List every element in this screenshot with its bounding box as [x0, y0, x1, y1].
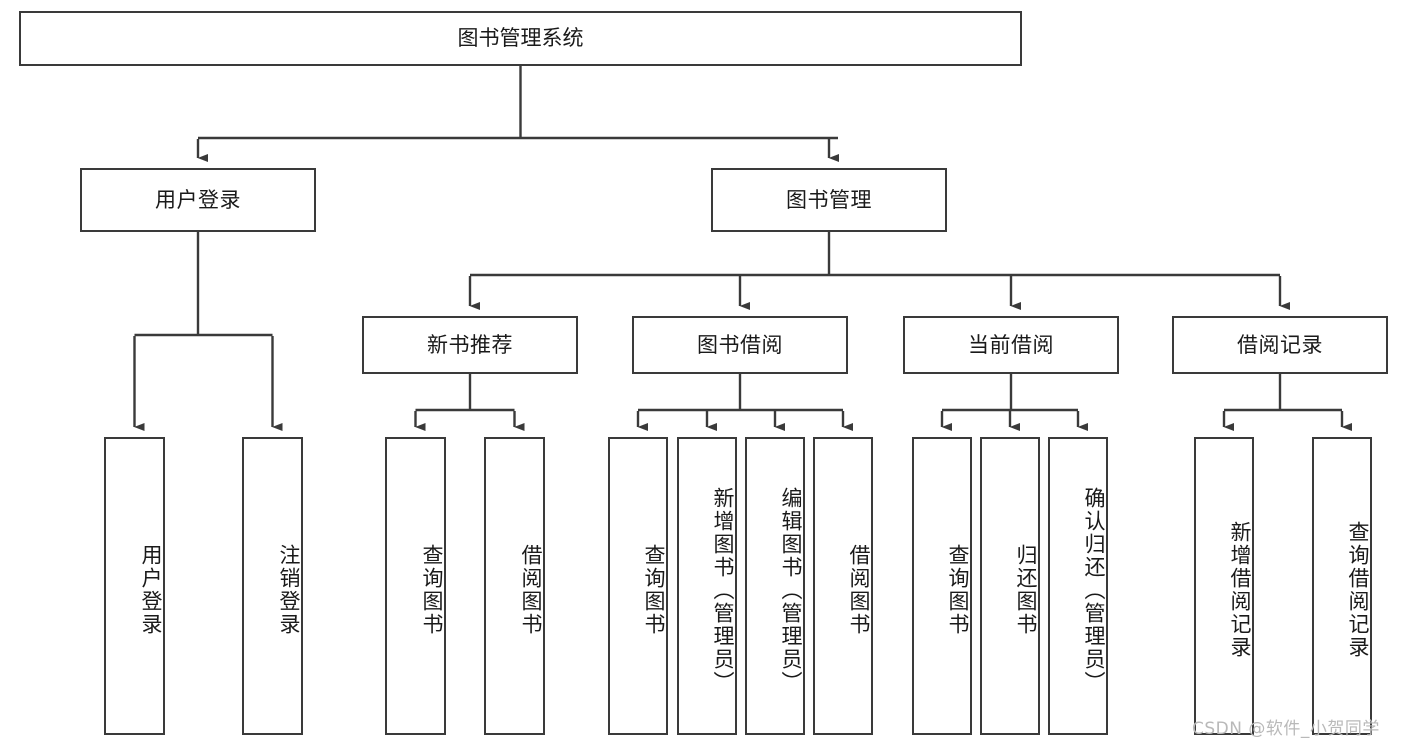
node-leaf-add-book[interactable]: 新增图书（管理员）: [677, 437, 737, 735]
node-leaf-borrow-book-2[interactable]: 借阅图书: [813, 437, 873, 735]
node-leaf-user-login[interactable]: 用户登录: [104, 437, 165, 735]
node-leaf-logout[interactable]: 注销登录: [242, 437, 303, 735]
node-leaf-add-record[interactable]: 新增借阅记录: [1194, 437, 1254, 735]
node-leaf-query-book-2[interactable]: 查询图书: [608, 437, 668, 735]
csdn-watermark: CSDN @软件_小贺同学: [1192, 719, 1380, 739]
node-leaf-confirm-return[interactable]: 确认归还（管理员）: [1048, 437, 1108, 735]
node-leaf-borrow-book-1[interactable]: 借阅图书: [484, 437, 545, 735]
node-leaf-edit-book[interactable]: 编辑图书（管理员）: [745, 437, 805, 735]
node-leaf-query-book-1[interactable]: 查询图书: [385, 437, 446, 735]
node-leaf-return-book[interactable]: 归还图书: [980, 437, 1040, 735]
node-user-login[interactable]: 用户登录: [80, 168, 316, 232]
node-current-borrow[interactable]: 当前借阅: [903, 316, 1119, 374]
node-leaf-query-book-3[interactable]: 查询图书: [912, 437, 972, 735]
node-borrow-records[interactable]: 借阅记录: [1172, 316, 1388, 374]
node-leaf-query-record[interactable]: 查询借阅记录: [1312, 437, 1372, 735]
node-book-borrow[interactable]: 图书借阅: [632, 316, 848, 374]
node-new-book-recommend[interactable]: 新书推荐: [362, 316, 578, 374]
node-book-management[interactable]: 图书管理: [711, 168, 947, 232]
node-root[interactable]: 图书管理系统: [19, 11, 1022, 66]
